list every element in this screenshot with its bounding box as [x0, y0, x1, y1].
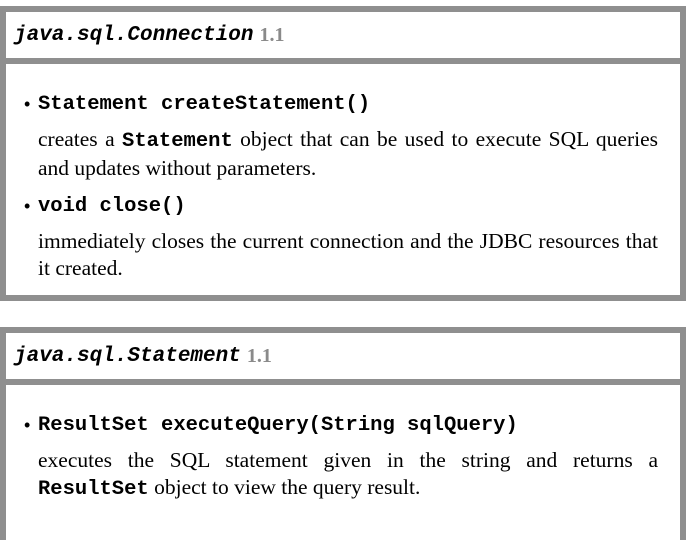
method-entry: • ResultSet executeQuery(String sqlQuery… — [24, 411, 658, 503]
bullet-icon: • — [24, 195, 31, 216]
class-name: java.sql.Statement — [14, 344, 241, 368]
inline-code: Statement — [122, 130, 233, 153]
method-signature: • void close() — [24, 192, 658, 220]
method-entry: • void close() immediately closes the cu… — [24, 192, 658, 282]
api-box-statement: java.sql.Statement 1.1 • ResultSet execu… — [0, 327, 686, 540]
method-description: immediately closes the current connectio… — [38, 229, 658, 280]
api-box-body: • Statement createStatement() creates a … — [6, 64, 680, 282]
method-signature: • ResultSet executeQuery(String sqlQuery… — [24, 411, 658, 439]
api-box-body: • ResultSet executeQuery(String sqlQuery… — [6, 385, 680, 503]
description-text: executes the SQL statement given in the … — [38, 448, 658, 472]
inline-code: ResultSet — [38, 478, 149, 501]
description-text: object that can be used to execute SQL q… — [38, 127, 658, 180]
api-box-header: java.sql.Statement 1.1 — [6, 333, 680, 385]
method-entry: • Statement createStatement() creates a … — [24, 90, 658, 182]
version-label: 1.1 — [259, 23, 285, 46]
bullet-icon: • — [24, 93, 31, 114]
method-description: creates a Statement object that can be u… — [38, 126, 658, 182]
version-label: 1.1 — [246, 344, 272, 367]
method-signature-text: ResultSet executeQuery(String sqlQuery) — [38, 413, 518, 437]
api-box-header: java.sql.Connection 1.1 — [6, 12, 680, 64]
description-text: creates a — [38, 127, 123, 151]
method-signature-text: Statement createStatement() — [38, 92, 371, 116]
api-box-connection: java.sql.Connection 1.1 • Statement crea… — [0, 6, 686, 301]
method-signature: • Statement createStatement() — [24, 90, 658, 118]
method-signature-text: void close() — [38, 194, 186, 218]
method-description: executes the SQL statement given in the … — [38, 447, 658, 503]
class-name: java.sql.Connection — [14, 23, 254, 47]
description-text: object to view the query result. — [148, 475, 421, 499]
bullet-icon: • — [24, 414, 31, 435]
